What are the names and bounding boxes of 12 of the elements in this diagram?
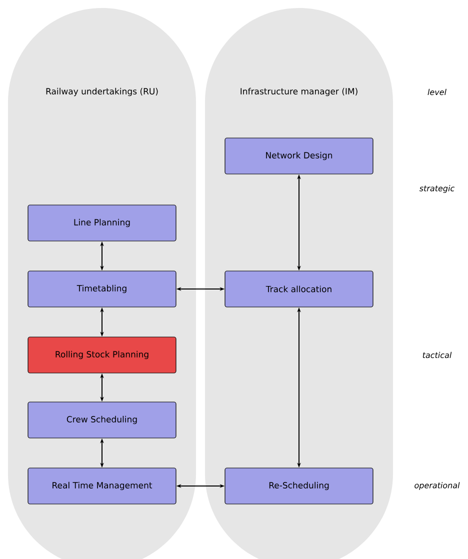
process-box: Network Design — [224, 138, 374, 174]
level-label: operational — [414, 482, 460, 490]
process-box: Rolling Stock Planning — [28, 336, 176, 374]
process-box: Re-Scheduling — [224, 468, 374, 504]
level-label: tactical — [422, 352, 452, 358]
process-box: Track allocation — [224, 270, 374, 308]
level-label: level — [428, 88, 446, 96]
process-box: Real Time Management — [28, 468, 176, 504]
process-box: Crew Scheduling — [28, 402, 176, 438]
process-box: Line Planning — [28, 204, 176, 242]
process-box: Timetabling — [28, 270, 176, 308]
level-label: strategic — [419, 185, 454, 193]
